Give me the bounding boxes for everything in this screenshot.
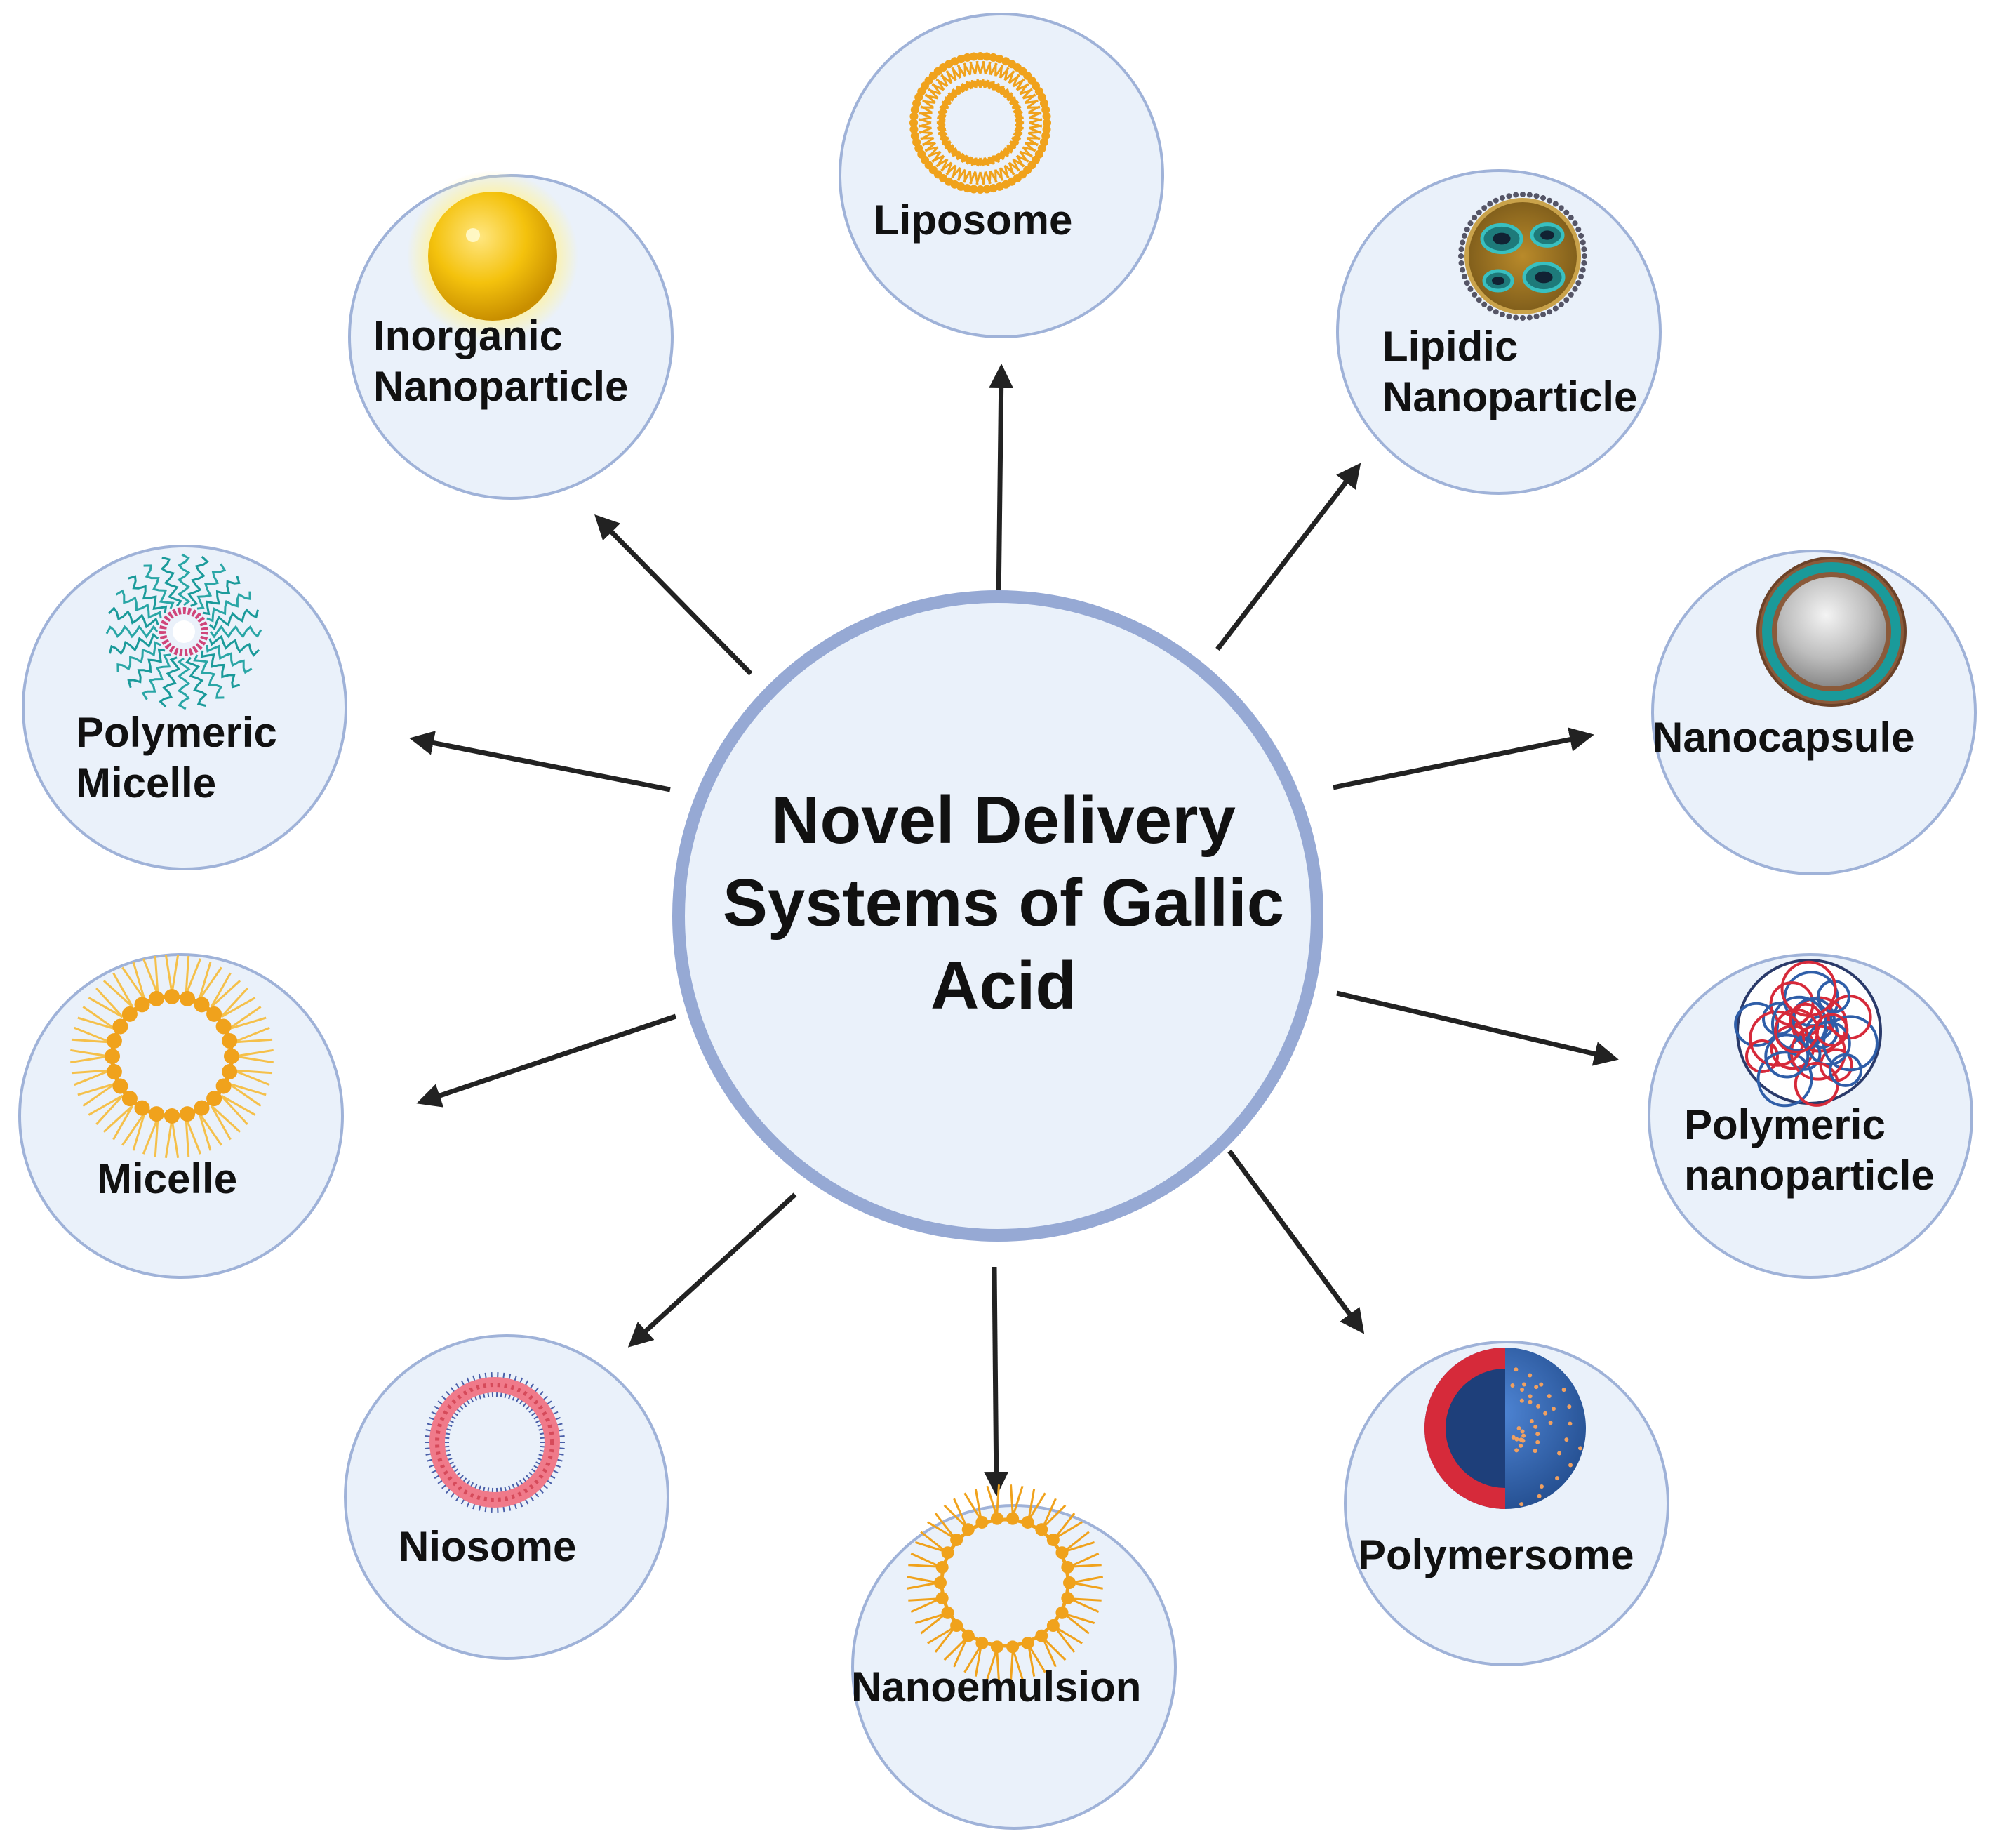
node-label-liposome: Liposome: [874, 195, 1072, 246]
arrow-to-polymeric-nanoparticle: [1336, 990, 1619, 1066]
polymersome-icon: [1424, 1348, 1586, 1509]
arrow-to-inorganic-nanoparticle: [594, 514, 753, 676]
node-label-line: Nanoparticle: [1382, 373, 1638, 420]
node-label-line: Niosome: [399, 1523, 577, 1570]
node-nanoemulsion: [851, 1484, 1177, 1830]
arrow-to-micelle: [416, 1013, 677, 1108]
center-title-line-1: Novel Delivery: [771, 783, 1236, 858]
node-nanocapsule: [1651, 550, 1977, 875]
node-label-polymersome: Polymersome: [1358, 1530, 1634, 1581]
node-micelle: [18, 953, 344, 1279]
node-label-line: Micelle: [76, 759, 217, 806]
node-label-micelle: Micelle: [97, 1154, 237, 1204]
node-polymeric-nanoparticle: [1648, 953, 1973, 1279]
niosome-icon: [425, 1372, 565, 1513]
node-label-line: nanoparticle: [1684, 1152, 1935, 1199]
nanoemulsion-icon: [906, 1484, 1104, 1681]
center-layer: [672, 590, 1323, 1242]
node-label-line: Nanocapsule: [1653, 714, 1915, 761]
polymeric-nanoparticle-icon: [1734, 959, 1882, 1108]
node-label-line: Polymeric: [76, 709, 277, 756]
lipidic-nanoparticle-icon: [1458, 192, 1587, 321]
node-label-line: Nanoparticle: [373, 363, 629, 410]
micelle-icon: [70, 955, 274, 1158]
arrows-layer: [409, 364, 1619, 1496]
node-label-line: Liposome: [874, 197, 1073, 244]
node-label-line: Nanoemulsion: [851, 1663, 1142, 1710]
arrow-to-polymersome: [1227, 1149, 1365, 1334]
arrow-to-nanocapsule: [1333, 727, 1594, 790]
arrow-to-nanoemulsion: [984, 1266, 1009, 1496]
node-circle-polymeric-nanoparticle: [1648, 953, 1973, 1279]
node-label-line: Polymersome: [1358, 1531, 1634, 1578]
node-label-line: Polymeric: [1684, 1101, 1886, 1148]
node-label-line: Lipidic: [1382, 323, 1519, 370]
node-label-nanocapsule: Nanocapsule: [1653, 712, 1914, 763]
node-niosome: [344, 1334, 669, 1660]
arrow-to-polymeric-micelle: [409, 731, 671, 792]
nodes-layer: [18, 13, 1977, 1830]
node-polymersome: [1344, 1341, 1669, 1666]
arrow-to-niosome: [627, 1192, 797, 1348]
node-polymeric-micelle: [22, 545, 347, 870]
liposome-icon: [909, 52, 1051, 194]
center-title-line-2: Systems of Gallic: [722, 865, 1285, 940]
center-title-line-3: Acid: [930, 948, 1077, 1023]
inorganic-nanoparticle-icon: [407, 171, 578, 342]
arrow-to-liposome: [989, 364, 1014, 604]
node-label-niosome: Niosome: [399, 1522, 576, 1572]
node-label-line: Inorganic: [373, 312, 563, 359]
node-label-line: Micelle: [97, 1155, 238, 1202]
node-lipidic-nanoparticle: [1336, 169, 1662, 495]
center-circle: [672, 590, 1323, 1242]
nanocapsule-icon: [1756, 557, 1907, 707]
center-title: Novel Delivery Systems of Gallic Acid: [674, 779, 1333, 1028]
polymeric-micelle-icon: [105, 553, 262, 710]
arrow-to-lipidic-nanoparticle: [1215, 463, 1361, 651]
node-liposome: [839, 13, 1164, 338]
node-label-nanoemulsion: Nanoemulsion: [851, 1662, 1141, 1713]
node-inorganic-nanoparticle: [348, 171, 674, 500]
